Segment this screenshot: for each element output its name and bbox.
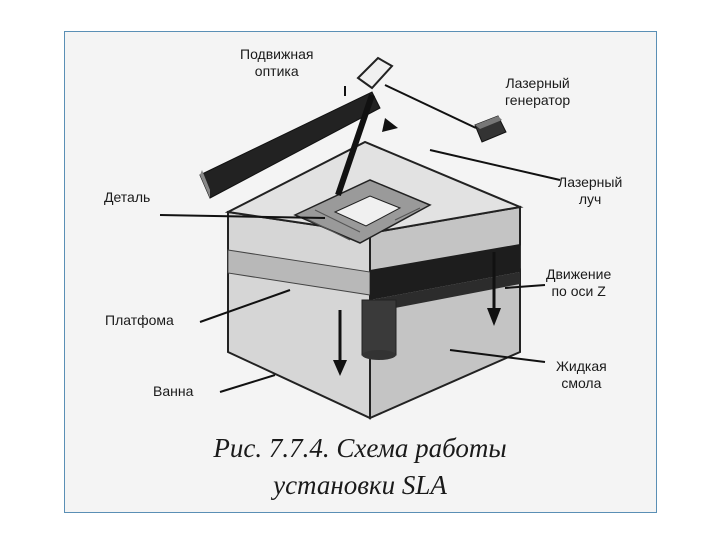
label-liquid-resin: Жидкая смола: [556, 358, 607, 392]
label-part: Деталь: [104, 189, 150, 206]
figure-caption-line1: Рис. 7.7.4. Схема работы: [120, 433, 600, 464]
label-vat: Ванна: [153, 383, 193, 400]
label-moving-optics: Подвижная оптика: [240, 46, 313, 80]
laser-generator: [475, 116, 506, 142]
label-laser-generator: Лазерный генератор: [505, 75, 570, 109]
label-platform: Платфома: [105, 312, 174, 329]
label-z-motion: Движение по оси Z: [546, 266, 611, 300]
figure-caption-line2: установки SLA: [120, 470, 600, 501]
label-laser-beam: Лазерный луч: [558, 174, 622, 208]
